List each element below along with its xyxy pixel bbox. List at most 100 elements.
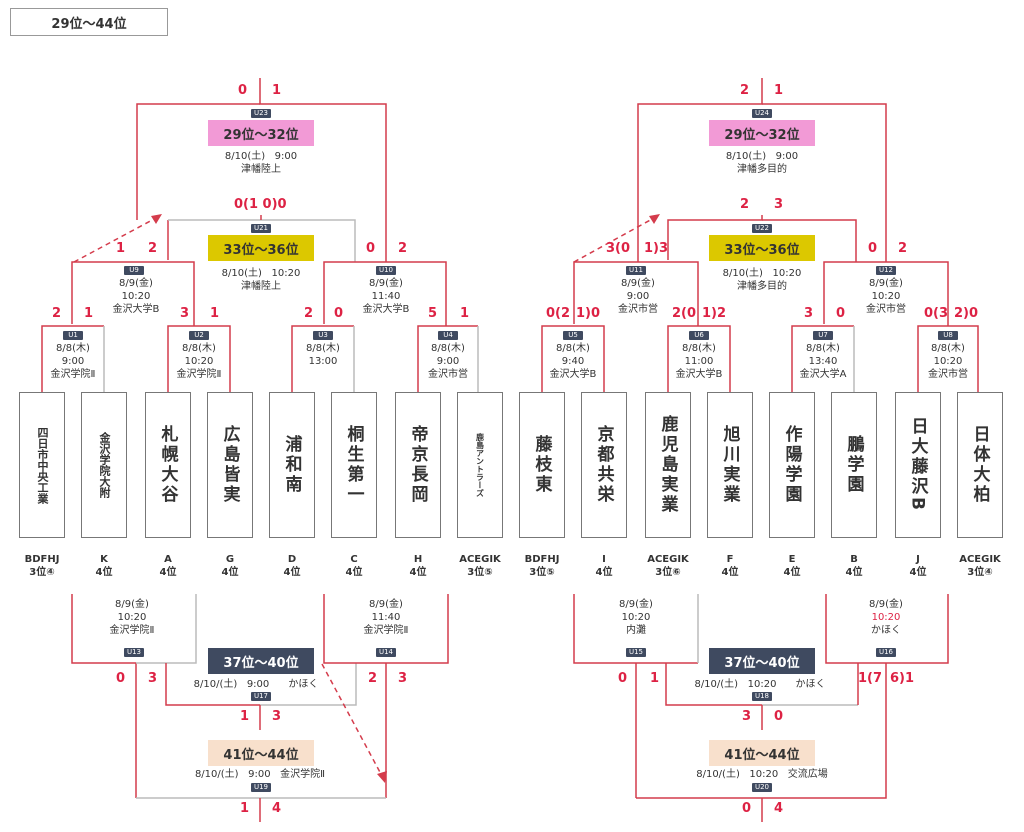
group-rank: 4位 [221,567,239,578]
match-time: 13:40 [808,356,838,367]
score: 0 [238,83,248,98]
match-venue: 津幡陸上 [241,281,281,292]
match-tag: U17 [251,692,271,701]
score: 0 [116,671,126,686]
score: 2 [52,306,62,321]
team-box: 浦和南 [269,392,315,538]
team-box: 金沢学院大附 [81,392,127,538]
match-date: 8/8(木) [56,343,90,354]
match-date: 8/10(土) [224,151,266,162]
match-venue: 金沢学院Ⅱ [109,625,155,636]
group-code: D [287,554,297,565]
match-date: 8/8(木) [556,343,590,354]
score: 0 [868,241,878,256]
group-code: E [788,554,796,565]
score: 2 [740,197,750,212]
match-venue: 金沢大学B [675,369,723,380]
match-date: 8/10(土) [725,151,767,162]
match-time: 9:00 [626,291,650,302]
score: 3(0 [606,241,631,256]
match-venue: かほく [288,679,319,690]
match-venue: 金沢学院Ⅱ [280,769,326,780]
match-date: 8/8(木) [682,343,716,354]
score: 0 [836,306,846,321]
group-code: G [225,554,235,565]
match-date: 8/9(金) [369,599,403,610]
match-time: 9:00 [248,769,271,780]
match-info: 8/10/(土) 10:20 かほく [678,678,842,691]
team-box: 四日市中央工業 [19,392,65,538]
score: 4 [272,801,282,816]
match-venue: 津幡多目的 [737,164,787,175]
team-box: 鹿児島実業 [645,392,691,538]
team-box: 作陽学園 [769,392,815,538]
team-name: 旭川実業 [719,425,740,505]
team-box: 藤枝東 [519,392,565,538]
team-name: 鹿児島実業 [657,415,678,515]
score: 4 [774,801,784,816]
score: 3 [804,306,814,321]
match-time: 10:20 [871,291,901,302]
match-tag: U22 [752,224,772,233]
match-time: 11:00 [684,356,714,367]
score: 1 [84,306,94,321]
match-venue: 金沢学院Ⅱ [363,625,409,636]
group-rank: 4位 [283,567,301,578]
team-box: 日体大柏 [957,392,1003,538]
match-info: 8/10/(土) 9:00 金沢学院Ⅱ [170,768,350,781]
match-venue: かほく [795,679,826,690]
match-date: 8/10/(土) [694,679,739,690]
final-banner: 29位～32位 [208,120,314,146]
group-rank: 3位⑤ [467,567,493,578]
team-box: 鵬学園 [831,392,877,538]
match-venue: 金沢市営 [428,369,468,380]
match-date: 8/10/(土) [193,679,238,690]
score: 2 [898,241,908,256]
match-info: 8/8(木) 9:40 金沢大学B [528,342,618,381]
match-info: 8/10(土) 9:00 津幡多目的 [686,150,838,176]
score: 1)0 [576,306,601,321]
match-time: 10:20 [184,356,214,367]
match-time: 10:20 [747,679,777,690]
score: 2 [740,83,750,98]
match-venue: 津幡多目的 [737,281,787,292]
score: 2 [398,241,408,256]
match-venue: 内灘 [626,625,646,636]
score: 1 [272,83,282,98]
score: 1 [774,83,784,98]
score: 2)0 [954,306,979,321]
group-code: J [916,554,920,565]
match-date: 8/10/(土) [696,769,740,780]
team-name: 藤枝東 [531,435,552,495]
match-venue: 金沢大学B [549,369,597,380]
score: 3 [180,306,190,321]
match-time: 9:40 [561,356,585,367]
match-date: 8/10/(土) [194,769,239,780]
score: 0 [366,241,376,256]
match-tag: U14 [376,648,396,657]
match-tag: U8 [938,331,958,340]
team-group: G 4位 [200,553,260,579]
match-time: 11:40 [371,291,401,302]
41-44-banner: 41位～44位 [709,740,815,766]
team-box: 桐生第一 [331,392,377,538]
group-rank: 3位④ [967,567,993,578]
score: 2 [148,241,158,256]
team-box: 京都共栄 [581,392,627,538]
score: 6)1 [890,671,915,686]
